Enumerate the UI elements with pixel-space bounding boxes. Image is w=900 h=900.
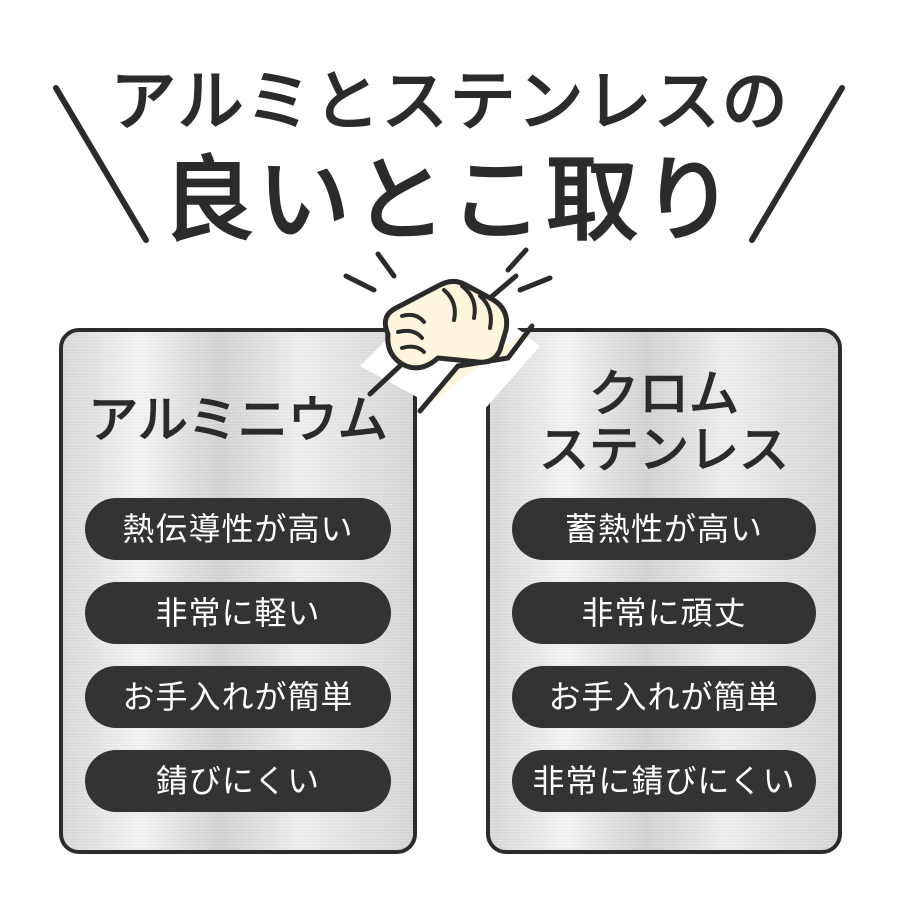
feature-pill: 錆びにくい <box>85 750 391 812</box>
aluminum-title: アルミニウム <box>88 391 388 449</box>
headline-line-1: アルミとステンレスの <box>110 63 790 140</box>
stainless-title-line-2: ステンレス <box>539 421 789 479</box>
right-slash-icon <box>749 85 845 243</box>
feature-pill: 蓄熱性が高い <box>512 498 816 560</box>
feature-pill: 非常に頑丈 <box>512 582 816 644</box>
feature-pill: お手入れが簡単 <box>512 666 816 728</box>
headline-line-2: 良いとこ取り <box>161 147 738 254</box>
stainless-feature-list: 蓄熱性が高い 非常に頑丈 お手入れが簡単 非常に錆びにくい <box>512 498 816 834</box>
aluminum-panel: アルミニウム 熱伝導性が高い 非常に軽い お手入れが簡単 錆びにくい <box>59 328 417 854</box>
feature-pill: 非常に軽い <box>85 582 391 644</box>
feature-pill: 熱伝導性が高い <box>85 498 391 560</box>
left-slash-icon <box>53 85 149 243</box>
stainless-title: クロム ステンレス <box>490 366 838 478</box>
feature-pill: 非常に錆びにくい <box>512 750 816 812</box>
stainless-panel: クロム ステンレス 蓄熱性が高い 非常に頑丈 お手入れが簡単 非常に錆びにくい <box>486 328 842 854</box>
stainless-title-line-1: クロム <box>589 365 739 423</box>
feature-pill: お手入れが簡単 <box>85 666 391 728</box>
handshake-icon <box>343 247 553 426</box>
aluminum-feature-list: 熱伝導性が高い 非常に軽い お手入れが簡単 錆びにくい <box>85 498 391 834</box>
